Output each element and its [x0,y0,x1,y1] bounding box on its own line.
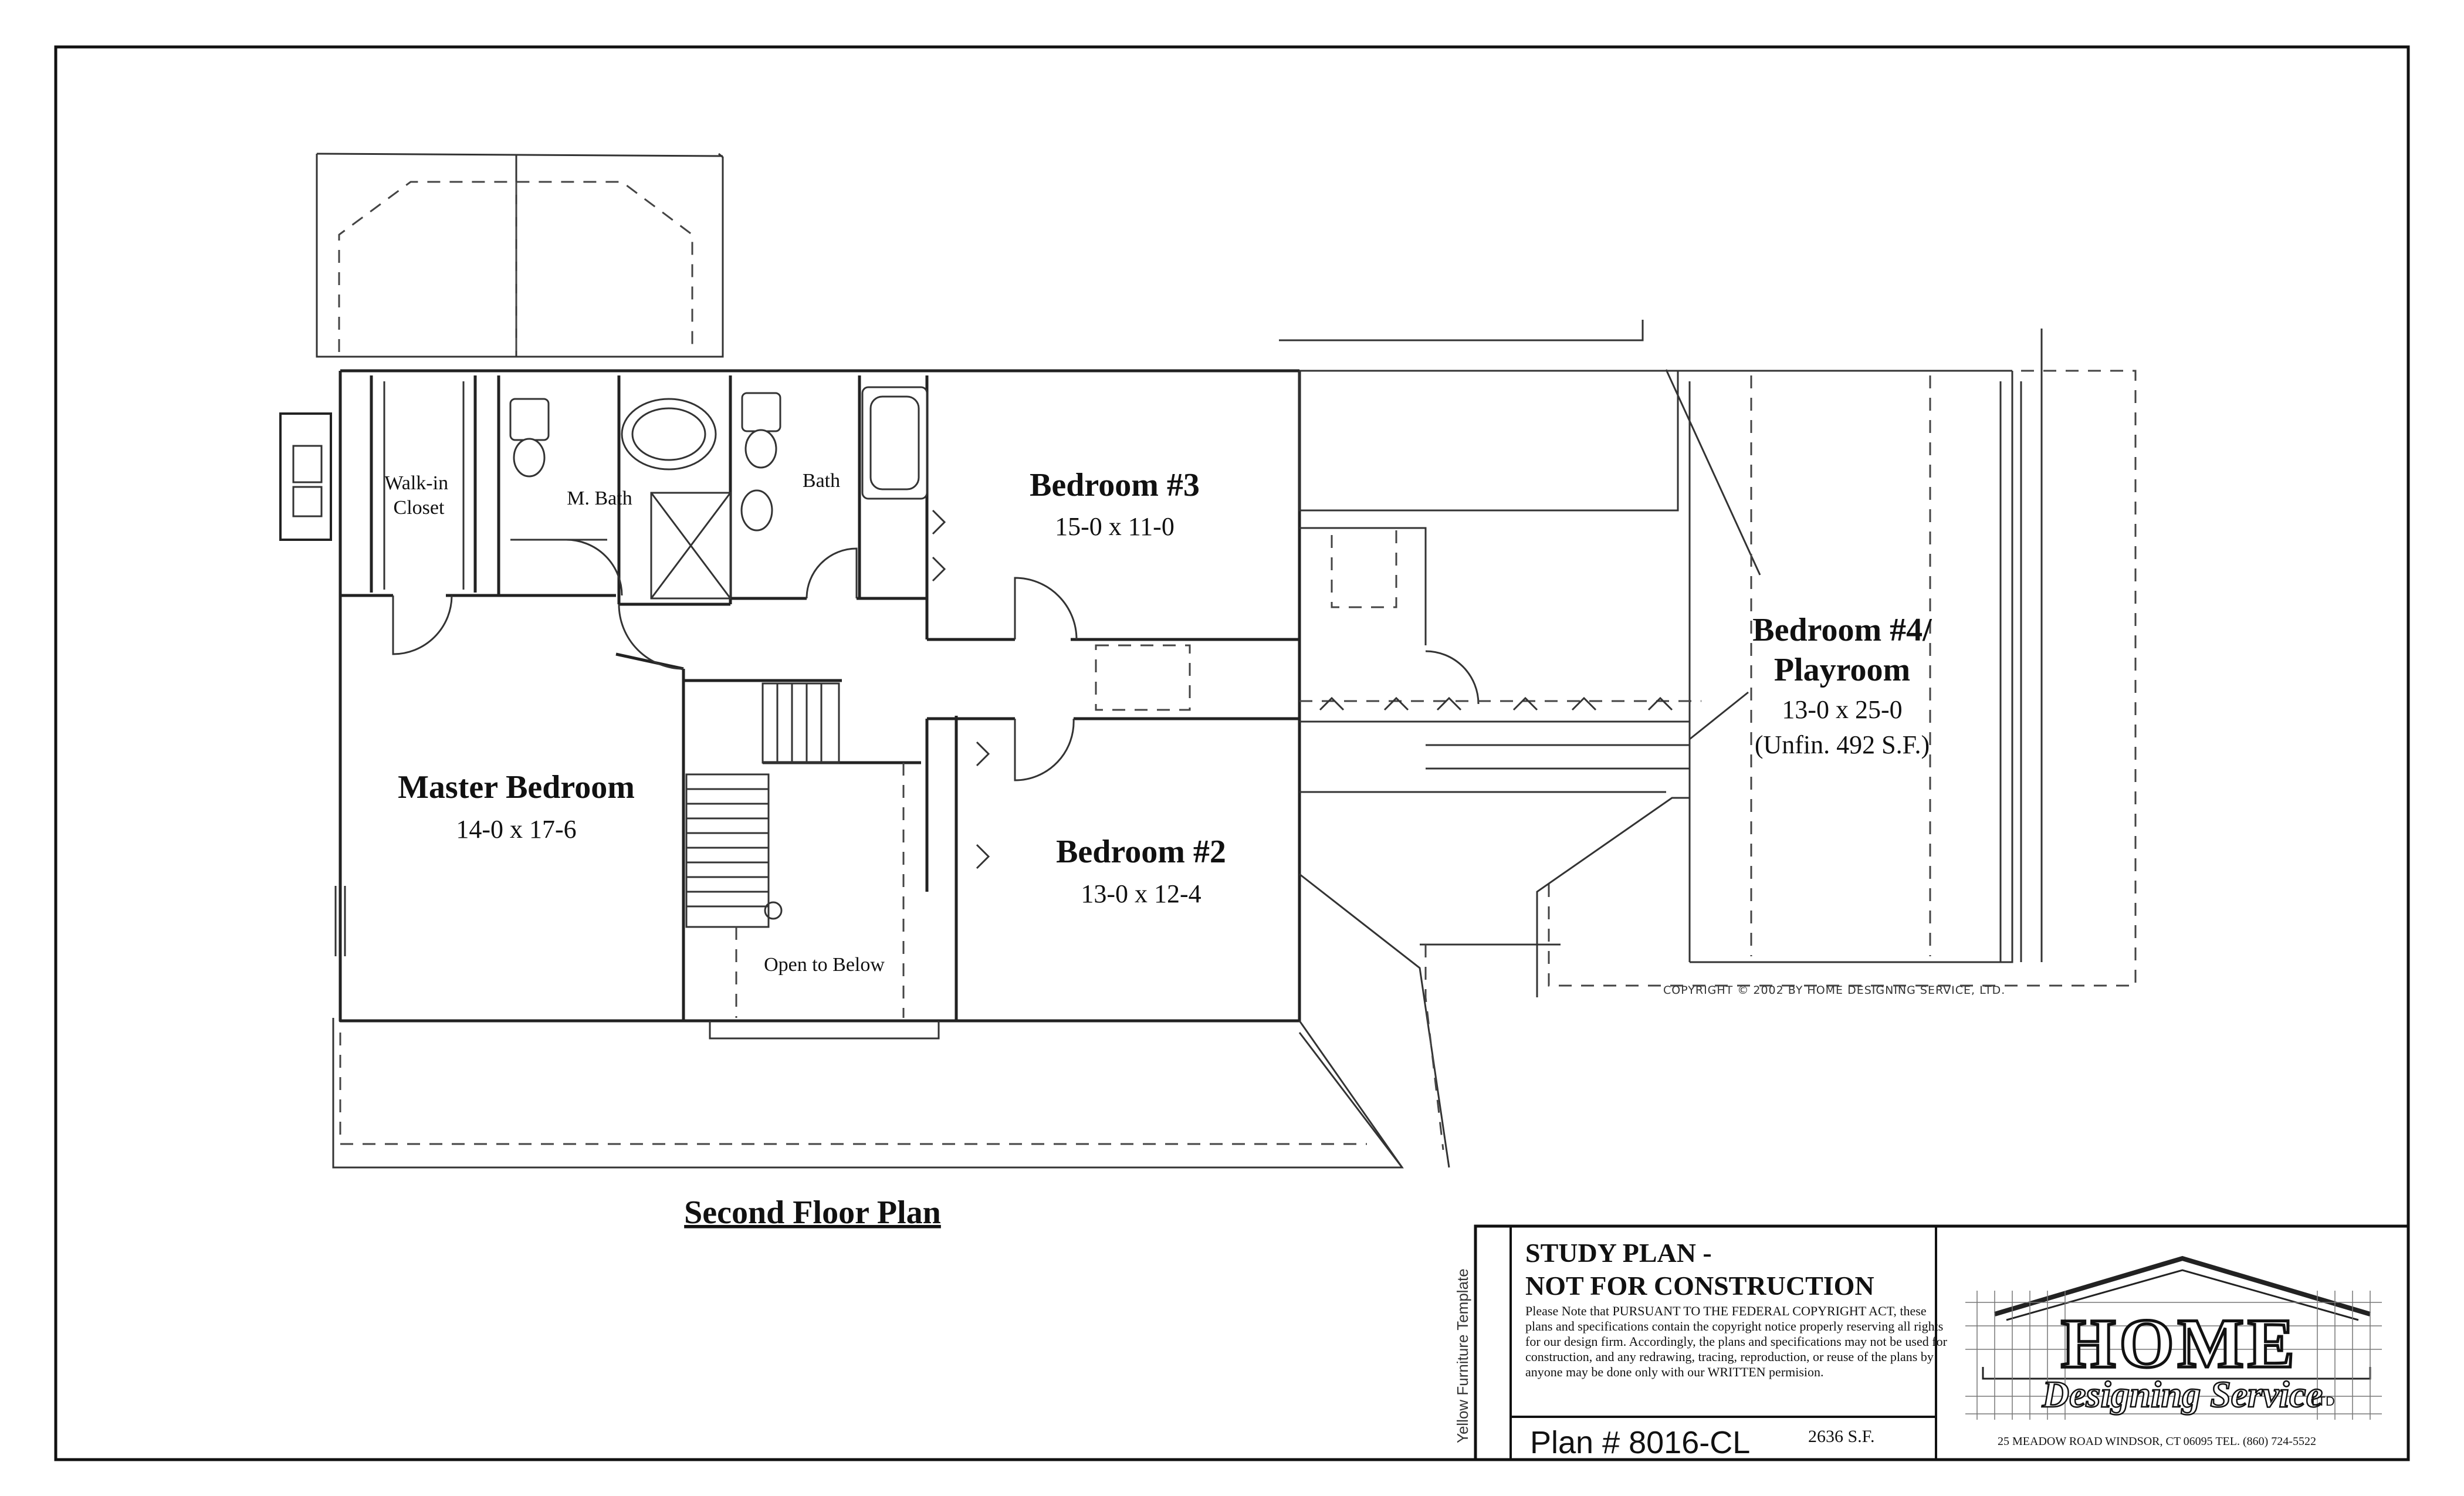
bedroom3-size: 15-0 x 11-0 [1055,512,1175,541]
porch-roof [332,873,1450,1169]
door-swings [392,509,1480,869]
company-logo: HOME Designing Service LTD [1965,1255,2382,1420]
logo-word-designing: Designing Service [2042,1373,2323,1415]
bath-label: Bath [803,470,840,492]
plan-heading: Second Floor Plan [684,1194,941,1231]
study-line-1: STUDY PLAN - [1525,1238,1712,1268]
title-block-frame [1474,1224,2410,1461]
copyright-note: COPYRIGHT © 2002 BY HOME DESIGNING SERVI… [1663,984,2005,997]
study-plan-heading: STUDY PLAN - NOT FOR CONSTRUCTION [1525,1237,1936,1302]
company-address: 25 MEADOW ROAD WINDSOR, CT 06095 TEL. (8… [1998,1435,2316,1448]
sheet-border [54,45,2410,1461]
east-wing [1279,320,2137,997]
bay-roof [316,153,724,358]
plan-number: Plan # 8016-CL [1530,1425,1751,1460]
open-to-below-label: Open to Below [764,954,885,976]
room-labels: Walk-in Closet M. Bath Bath Bedroom #3 1… [384,467,2005,1231]
stairs [685,682,940,1040]
master-bedroom-name: Master Bedroom [398,769,635,805]
square-feet: 2636 S.F. [1808,1427,1875,1446]
bedroom4-name-2: Playroom [1774,652,1910,688]
bedroom2-name: Bedroom #2 [1056,834,1226,870]
walk-in-closet-label: Walk-in Closet [384,472,453,519]
bedroom4-size: 13-0 x 25-0 [1782,695,1902,724]
logo-suffix: LTD [2311,1394,2335,1409]
template-label: Yellow Furniture Template [1454,1268,1471,1443]
copyright-notice: Please Note that PURSUANT TO THE FEDERAL… [1525,1304,1947,1379]
exterior-walls [279,369,1301,1023]
bedroom2-size: 13-0 x 12-4 [1081,879,1201,908]
bath-fixtures [383,381,928,600]
logo-word-home: HOME [2061,1304,2298,1382]
study-line-2: NOT FOR CONSTRUCTION [1525,1271,1874,1301]
attic-access [1095,644,1191,711]
master-bedroom-size: 14-0 x 17-6 [456,815,576,844]
bedroom3-name: Bedroom #3 [1030,467,1200,503]
bedroom4-note: (Unfin. 492 S.F.) [1755,730,1930,759]
bedroom4-name-1: Bedroom #4/ [1752,612,1932,648]
master-bath-label: M. Bath [567,488,632,509]
